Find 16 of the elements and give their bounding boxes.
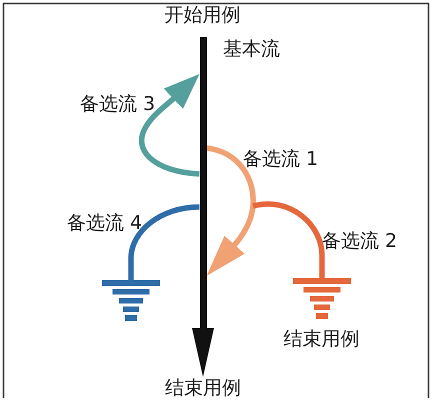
vertical-bar xyxy=(200,37,206,330)
edge-label: 备选流 2 xyxy=(322,230,398,252)
edge-label: 备选流 1 xyxy=(243,148,318,170)
flow-label: 基本流 xyxy=(223,38,280,60)
arrow xyxy=(139,74,200,177)
ground-symbol xyxy=(102,280,160,321)
edge-label: 备选流 4 xyxy=(67,212,142,234)
arrow xyxy=(192,328,214,377)
terminal-label: 结束用例 xyxy=(165,377,241,399)
ground-symbol xyxy=(293,278,351,319)
curve-line xyxy=(128,204,200,280)
terminal-label: 开始用例 xyxy=(164,4,240,26)
terminal-label: 结束用例 xyxy=(284,328,360,350)
edge-label: 备选流 3 xyxy=(80,93,156,115)
curve-line xyxy=(252,201,325,278)
arrow xyxy=(206,145,256,276)
